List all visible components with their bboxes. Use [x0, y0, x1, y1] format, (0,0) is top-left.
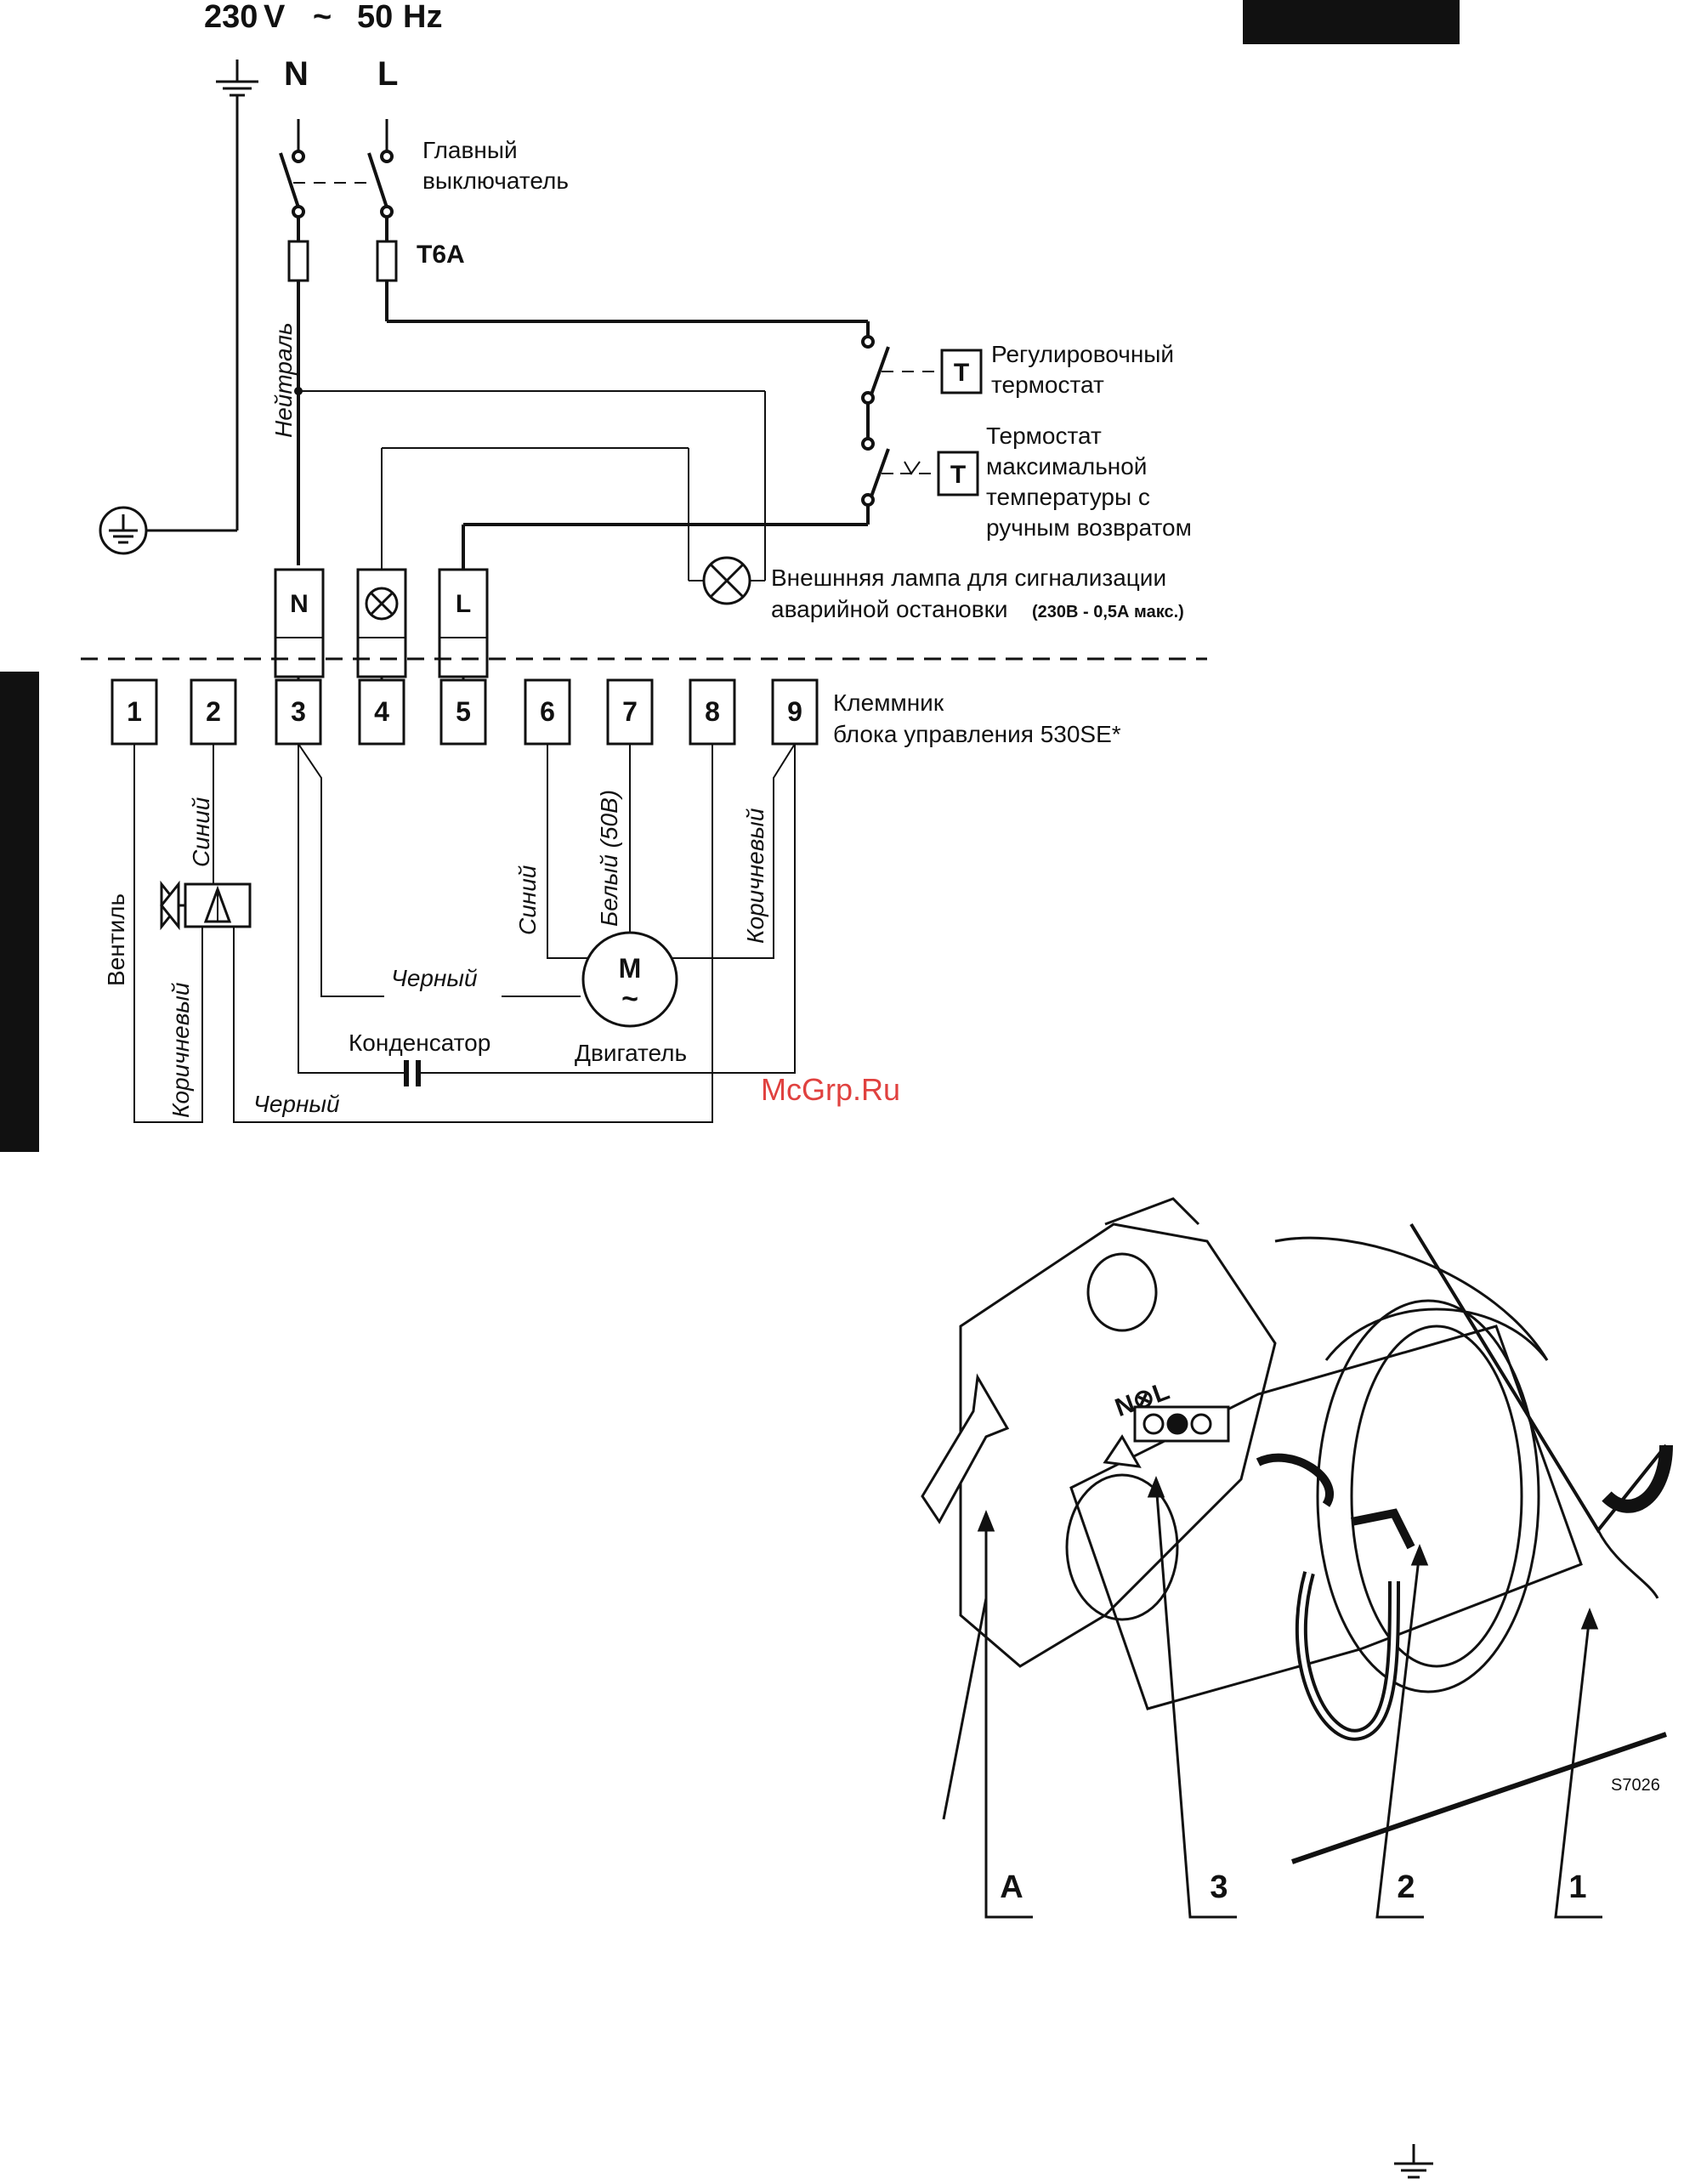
valve-solenoid-icon — [160, 880, 252, 931]
motor-label: Двигатель — [575, 1040, 687, 1066]
burner-illustration — [914, 1197, 1679, 1921]
terminal-2: 2 — [190, 678, 237, 746]
callout-1: 1 — [1568, 1869, 1586, 1905]
side-black-tab — [0, 672, 39, 1152]
motor-icon: M ~ — [581, 931, 678, 1028]
fuse-neutral-icon — [287, 240, 309, 282]
alarm-lamp-icon — [702, 556, 751, 605]
neutral-wire-label: Нейтраль — [270, 322, 297, 438]
watermark: McGrp.Ru — [761, 1072, 900, 1107]
terminal-6: 6 — [524, 678, 571, 746]
regulating-thermostat-label-1: Регулировочный — [991, 341, 1174, 367]
terminal-label: 6 — [540, 696, 555, 727]
white-wire-label: Белый (50В) — [596, 790, 622, 927]
max-thermostat-t-box — [937, 451, 979, 496]
alarm-lamp-rating: (230В - 0,5А макс.) — [1032, 603, 1184, 621]
header-black-bar — [1243, 0, 1460, 44]
terminal-8: 8 — [689, 678, 736, 746]
callout-2: 2 — [1397, 1869, 1415, 1905]
protective-earth-icon — [99, 506, 148, 555]
main-switch-label-2: выключатель — [422, 167, 569, 194]
terminal-label: 7 — [622, 696, 638, 727]
upper-terminal-l: L — [438, 568, 489, 678]
terminal-5: 5 — [439, 678, 487, 746]
brown-wire-label-valve: Коричневый — [167, 982, 194, 1118]
terminal-block-label-1: Клеммник — [833, 689, 944, 716]
supply-frequency: 50 — [357, 0, 393, 35]
regulating-thermostat-switch-icon — [861, 335, 890, 405]
terminal-label: 4 — [374, 696, 389, 727]
alarm-lamp-label-1: Внешнняя лампа для сигнализации — [771, 564, 1166, 591]
supply-frequency-unit: Hz — [403, 0, 442, 35]
terminal-block: 1 2 3 4 5 6 7 8 9 — [111, 677, 819, 746]
max-thermostat-label-1: Термостат — [986, 423, 1102, 449]
earth-icon-bottom — [1394, 2144, 1433, 2179]
blue-wire-label-motor: Синий — [514, 865, 541, 935]
illustration-code: S7026 — [1611, 1776, 1660, 1795]
max-thermostat-label-4: ручным возвратом — [986, 514, 1192, 541]
svg-text:M: M — [619, 953, 642, 984]
svg-text:N: N — [290, 590, 309, 618]
terminal-9: 9 — [771, 678, 819, 746]
svg-text:~: ~ — [621, 983, 638, 1015]
black-wire-label-motor: Черный — [391, 965, 478, 991]
brown-wire-label-motor: Коричневый — [742, 808, 768, 944]
main-switch-label-1: Главный — [422, 137, 518, 163]
alarm-lamp-label-2: аварийной остановки — [771, 596, 1007, 622]
thermostat-t-box — [940, 349, 983, 394]
terminal-block-label-2: блока управления 530SE* — [833, 721, 1121, 747]
capacitor-label: Конденсатор — [349, 1030, 490, 1056]
terminal-1: 1 — [111, 678, 158, 746]
max-thermostat-t-symbol: T — [950, 461, 966, 489]
terminal-3: 3 — [275, 678, 322, 746]
supply-voltage: 230 — [204, 0, 258, 35]
terminal-label: 1 — [127, 696, 142, 727]
terminal-4: 4 — [358, 678, 405, 746]
terminal-label: 2 — [206, 696, 221, 727]
max-thermostat-switch-icon — [861, 437, 890, 507]
supply-voltage-unit: V — [264, 0, 286, 35]
upper-terminal-n: N — [274, 568, 325, 678]
max-thermostat-label-2: максимальной — [986, 453, 1147, 479]
upper-terminal-lamp — [356, 568, 407, 678]
capacitor-icon — [404, 1060, 421, 1086]
callout-3: 3 — [1210, 1869, 1228, 1905]
svg-text:L: L — [456, 590, 471, 618]
max-thermostat-label-3: температуры с — [986, 484, 1150, 510]
supply-tilde: ~ — [313, 0, 332, 35]
terminal-label: 8 — [705, 696, 720, 727]
terminal-label: 5 — [456, 696, 471, 727]
neutral-label: N — [284, 55, 309, 93]
fuse-label: T6A — [417, 241, 465, 269]
callout-a: A — [1000, 1869, 1023, 1905]
main-switch-icon — [279, 150, 394, 218]
terminal-label: 3 — [291, 696, 306, 727]
line-label: L — [377, 55, 398, 93]
fuse-line-icon — [376, 240, 398, 282]
blue-wire-label-valve: Синий — [188, 797, 214, 867]
terminal-7: 7 — [606, 678, 654, 746]
terminal-label: 9 — [787, 696, 802, 727]
earth-icon — [216, 60, 258, 97]
regulating-thermostat-label-2: термостат — [991, 372, 1104, 398]
valve-label: Вентиль — [103, 893, 129, 986]
black-wire-label-valve: Черный — [253, 1091, 340, 1117]
thermostat-t-symbol: T — [954, 359, 969, 387]
